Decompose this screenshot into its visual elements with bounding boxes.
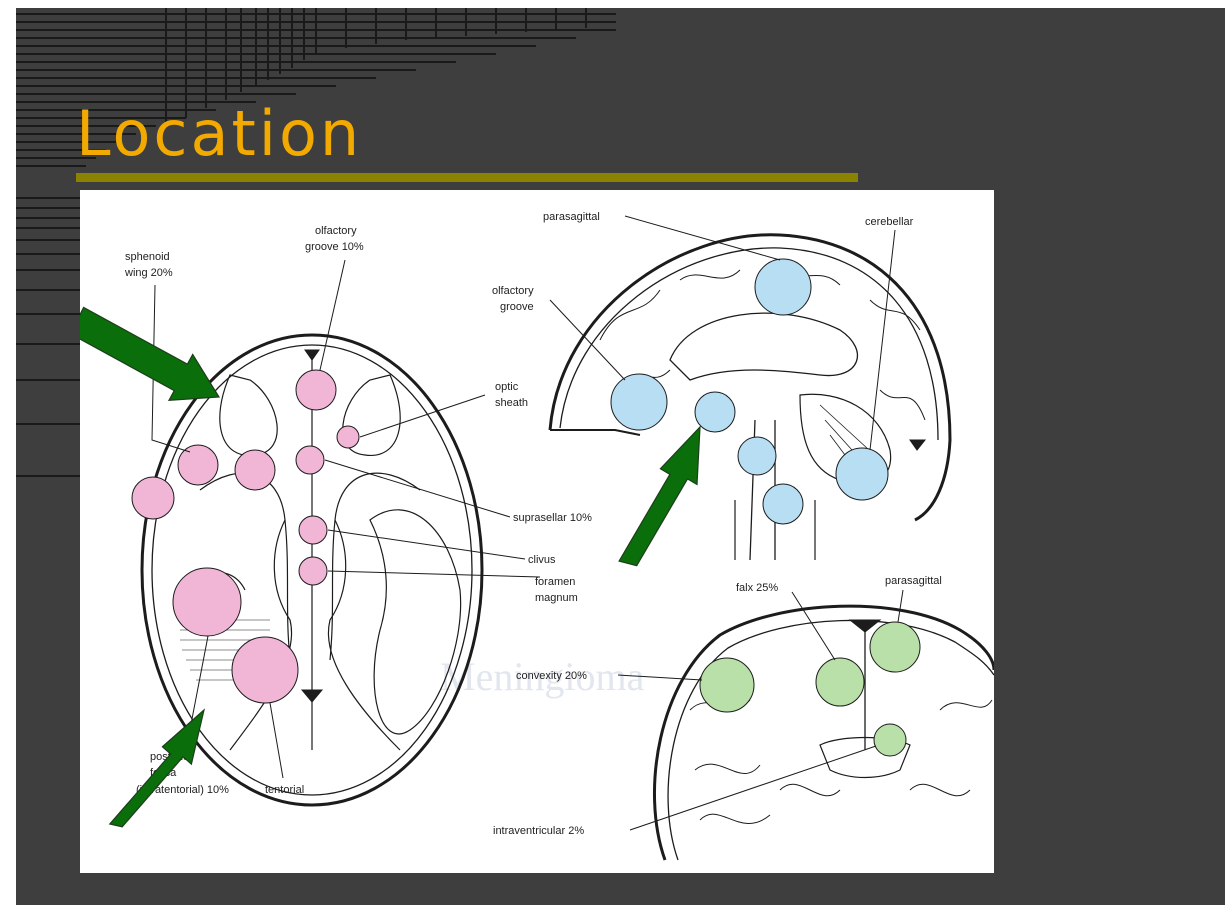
arrow-suprasellar — [619, 427, 700, 566]
pointer-arrows — [80, 307, 700, 826]
label-sphenoid-wing-1: sphenoid — [125, 251, 170, 263]
leader-clivus — [328, 530, 525, 559]
label-parasagittal-coronal: parasagittal — [885, 575, 942, 587]
tumor-suprasellar — [296, 446, 324, 474]
coronal-tumors — [700, 622, 920, 756]
axial-leaders — [152, 260, 540, 778]
left-tentorium — [230, 520, 292, 750]
label-foramen-2: magnum — [535, 592, 578, 604]
label-parasagittal-sagittal: parasagittal — [543, 211, 600, 223]
tumor-falx — [816, 658, 864, 706]
sinus-marker — [910, 440, 925, 450]
leader-parasagittal-sagittal — [625, 216, 780, 260]
label-olfactory-groove-2: groove 10% — [305, 241, 364, 253]
tumor-clivus — [299, 516, 327, 544]
tumor-optic-sheath — [337, 426, 359, 448]
coronal-view — [654, 606, 994, 860]
left-orbit — [220, 375, 277, 455]
tumor-sphenoid-wing-lateral — [132, 477, 174, 519]
tumor-olfactory-groove — [296, 370, 336, 410]
tumor-suprasellar-sagittal — [695, 392, 735, 432]
tumor-olfactory-groove-sagittal — [611, 374, 667, 430]
leader-falx — [792, 592, 835, 660]
label-suprasellar: suprasellar 10% — [513, 512, 592, 524]
tumor-convexity — [700, 658, 754, 712]
axial-tumors — [132, 370, 359, 703]
leader-intraventricular — [630, 746, 876, 830]
tumor-tentorial — [232, 637, 298, 703]
leader-foramen-magnum — [328, 571, 540, 577]
label-olfactory-sagittal-1: olfactory — [492, 285, 534, 297]
leader-olfactory-groove — [320, 260, 345, 370]
label-falx: falx 25% — [736, 582, 778, 594]
tumor-posterior-fossa — [173, 568, 241, 636]
leader-olfactory-groove-sagittal — [550, 300, 625, 380]
label-convexity: convexity 20% — [516, 670, 587, 682]
tumor-sphenoid-wing-middle — [235, 450, 275, 490]
tumor-intraventricular — [874, 724, 906, 756]
crista-marker — [305, 350, 319, 360]
label-intraventricular: intraventricular 2% — [493, 825, 584, 837]
label-olfactory-sagittal-2: groove — [500, 301, 534, 313]
label-tentorial: tentorial — [265, 784, 304, 796]
label-cerebellar: cerebellar — [865, 216, 914, 228]
skull-base — [550, 430, 640, 435]
label-clivus: clivus — [528, 554, 556, 566]
leader-suprasellar — [325, 460, 510, 517]
slide-title: Location — [76, 103, 362, 165]
sagittal-view — [550, 235, 950, 560]
coronal-skull — [654, 606, 994, 860]
label-optic-sheath-2: sheath — [495, 397, 528, 409]
title-underline — [76, 173, 858, 182]
tumor-parasagittal-coronal — [870, 622, 920, 672]
leader-optic-sheath — [360, 395, 485, 437]
arrow-sphenoid-wing — [80, 307, 219, 400]
corpus-callosum — [670, 313, 857, 380]
label-sphenoid-wing-2: wing 20% — [124, 267, 173, 279]
tumor-cerebellar — [836, 448, 888, 500]
leader-parasagittal-coronal — [898, 590, 903, 622]
tumor-parasagittal-sagittal — [755, 259, 811, 315]
meningioma-location-figure: Meningioma — [80, 190, 994, 873]
tumor-clivus-sagittal — [738, 437, 776, 475]
torcula-marker — [302, 690, 322, 702]
label-foramen-1: foramen — [535, 576, 575, 588]
label-optic-sheath-1: optic — [495, 381, 519, 393]
coronal-dura — [668, 620, 994, 860]
right-middle-fossa — [370, 510, 461, 734]
sagittal-labels: parasagittal cerebellar olfactory groove — [492, 211, 914, 313]
tumor-foramen-magnum — [299, 557, 327, 585]
label-olfactory-groove-1: olfactory — [315, 225, 357, 237]
coronal-gyri — [690, 700, 992, 824]
right-tentorium — [328, 520, 400, 750]
right-fossa-wall — [330, 473, 420, 660]
tumor-sphenoid-wing-medial — [178, 445, 218, 485]
superior-sinus-marker — [850, 620, 880, 632]
leader-tentorial — [270, 703, 283, 778]
tumor-foramen-magnum-sagittal — [763, 484, 803, 524]
